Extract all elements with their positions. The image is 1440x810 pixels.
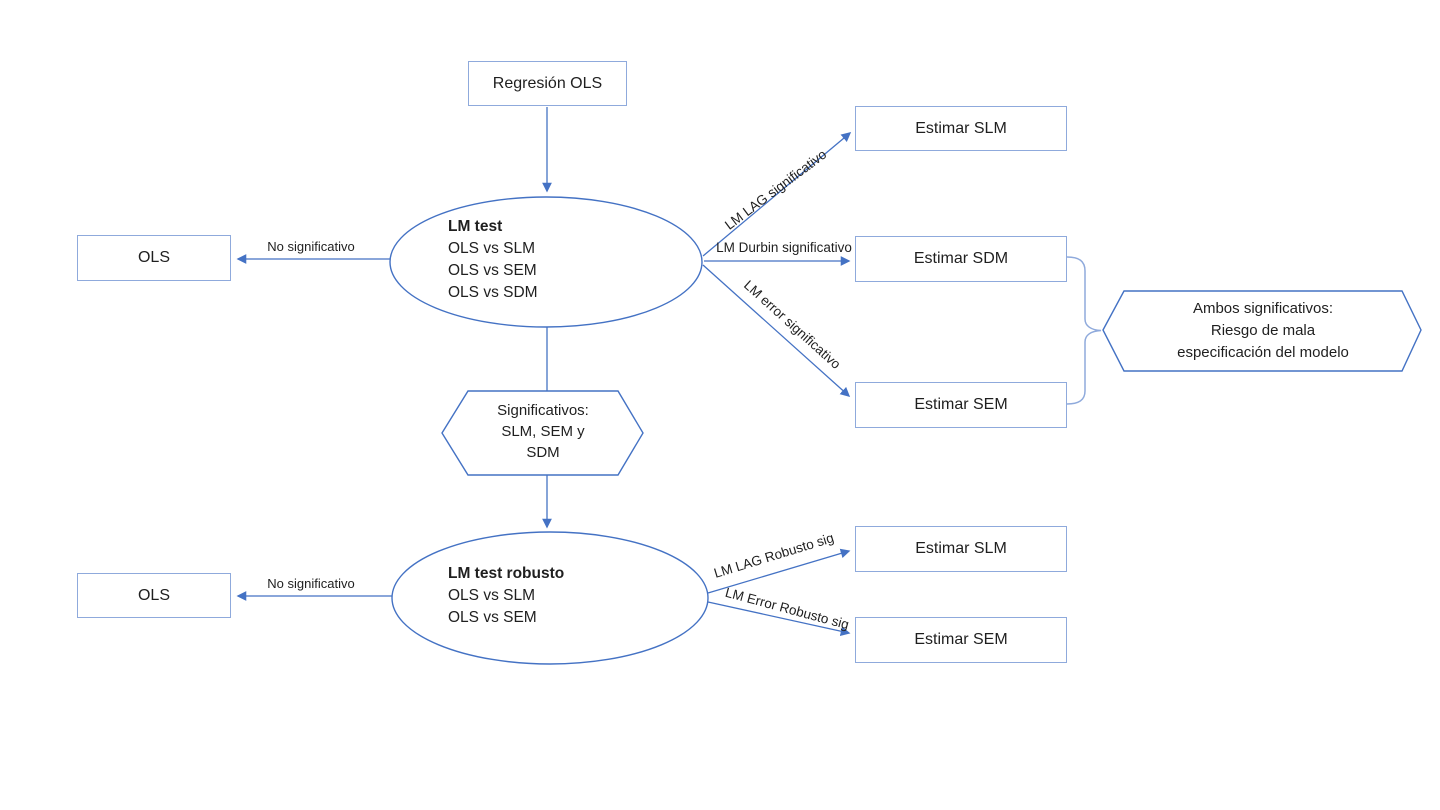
riesgo-line3: especificación del modelo xyxy=(1177,344,1349,361)
node-estimar-sem-bottom-label: Estimar SEM xyxy=(914,631,1008,649)
node-ols-bottom-label: OLS xyxy=(137,586,170,604)
node-estimar-sem-bottom: Estimar SEM xyxy=(855,617,1067,663)
lm-test-text: LM test OLS vs SLM OLS vs SEM OLS vs SDM xyxy=(448,216,538,304)
lm-test-robusto-title: LM test robusto xyxy=(448,565,565,582)
node-estimar-sdm-label: Estimar SDM xyxy=(913,250,1009,268)
node-regresion-ols-label: Regresión OLS xyxy=(492,74,603,92)
lm-test-line2: OLS vs SEM xyxy=(448,262,537,279)
node-lm-test-robusto-ellipse xyxy=(391,531,709,665)
riesgo-line2: Riesgo de mala xyxy=(1210,322,1316,339)
node-estimar-slm-top-label: Estimar SLM xyxy=(915,119,1007,137)
lm-test-line1: OLS vs SLM xyxy=(448,240,535,257)
significativos-line2: SLM, SEM y xyxy=(501,423,585,440)
edge-label-no-significativo-bottom: No significativo xyxy=(267,576,355,591)
brace-sdm-sem xyxy=(1066,256,1102,405)
node-significativos-hexagon xyxy=(441,390,644,476)
edge-lmtest-to-estimarsem xyxy=(702,264,851,397)
node-estimar-slm-bottom: Estimar SLM xyxy=(855,526,1067,572)
node-estimar-slm-top: Estimar SLM xyxy=(855,106,1067,151)
edge-label-lm-durbin-significativo: LM Durbin significativo xyxy=(716,240,852,255)
node-estimar-sdm: Estimar SDM xyxy=(855,236,1067,282)
significativos-hexagon-text: Significativos: SLM, SEM y SDM xyxy=(443,400,643,463)
riesgo-hexagon-text: Ambos significativos: Riesgo de mala esp… xyxy=(1124,298,1402,364)
node-riesgo-hexagon xyxy=(1102,290,1422,372)
riesgo-line1: Ambos significativos: xyxy=(1192,300,1334,317)
significativos-line3: SDM xyxy=(526,444,560,461)
edge-lmtestrobusto-to-estimarsem xyxy=(707,601,851,636)
lm-test-title: LM test xyxy=(448,218,503,235)
edge-lmtest-to-estimarslm xyxy=(702,132,852,257)
node-ols-top: OLS xyxy=(77,235,231,281)
lm-test-robusto-line1: OLS vs SLM xyxy=(448,587,535,604)
node-lm-test-ellipse xyxy=(389,196,703,328)
lm-test-robusto-text: LM test robusto OLS vs SLM OLS vs SEM xyxy=(448,563,564,629)
lm-test-robusto-line2: OLS vs SEM xyxy=(448,609,537,626)
lm-test-line3: OLS vs SDM xyxy=(448,284,538,301)
node-ols-top-label: OLS xyxy=(137,249,170,267)
edge-label-no-significativo-top: No significativo xyxy=(267,239,355,254)
node-ols-bottom: OLS xyxy=(77,573,231,618)
edge-lmtestrobusto-to-estimarslm xyxy=(707,548,851,594)
node-estimar-sem-top-label: Estimar SEM xyxy=(914,396,1008,414)
significativos-line1: Significativos: xyxy=(497,402,589,419)
node-estimar-sem-top: Estimar SEM xyxy=(855,382,1067,428)
node-regresion-ols: Regresión OLS xyxy=(468,61,627,106)
node-estimar-slm-bottom-label: Estimar SLM xyxy=(915,540,1007,558)
